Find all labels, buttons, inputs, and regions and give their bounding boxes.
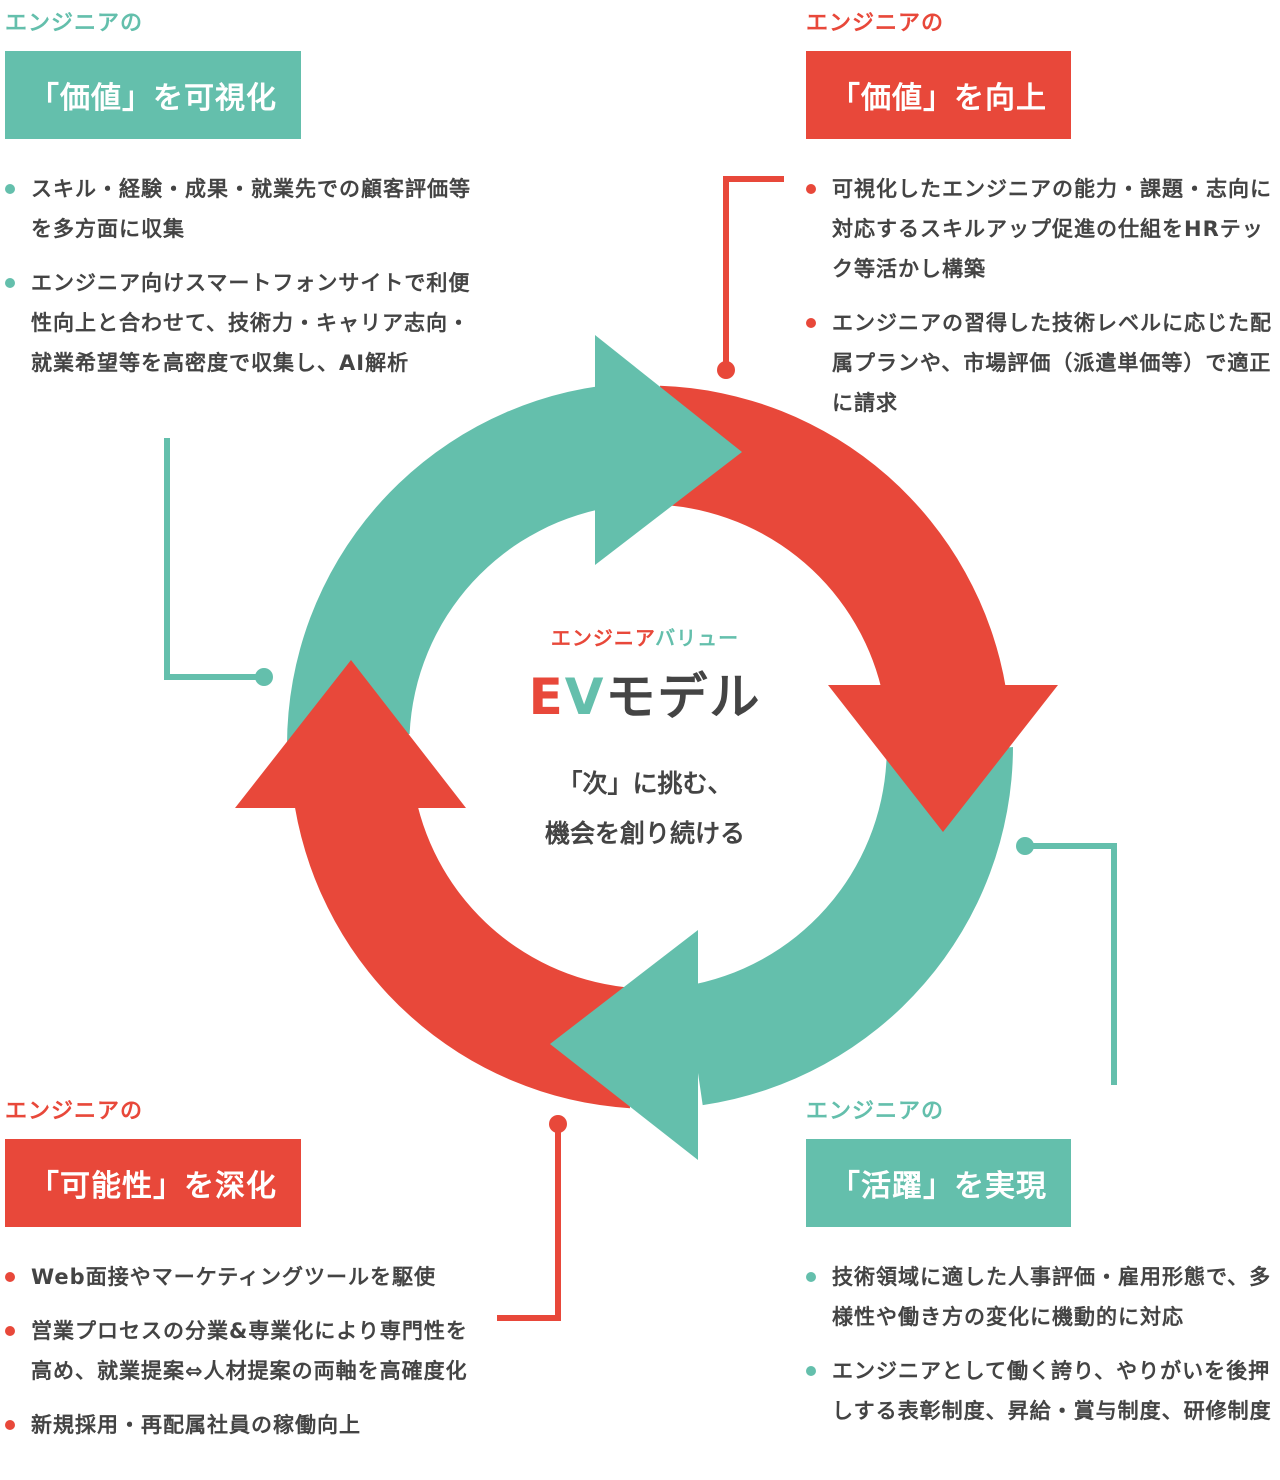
bullet-dot: [806, 318, 816, 328]
bullet-dot: [5, 278, 15, 288]
quadrant-realize: エンジニアの 「活躍」を実現 技術領域に適した人事評価・雇用形態で、多様性や働き…: [806, 1093, 1276, 1445]
bullet-dot: [5, 1420, 15, 1430]
bullet-list: 技術領域に適した人事評価・雇用形態で、多様性や働き方の変化に機動的に対応 エンジ…: [806, 1257, 1276, 1431]
center-subtitle: エンジニアバリュー: [445, 622, 845, 651]
bullet-item: 営業プロセスの分業&専業化により専門性を高め、就業提案⇔人材提案の両軸を高確度化: [5, 1311, 475, 1391]
bullet-text: エンジニア向けスマートフォンサイトで利便性向上と合わせて、技術力・キャリア志向・…: [31, 271, 471, 375]
quadrant-heading: 「可能性」を深化: [5, 1139, 301, 1227]
center-tagline-line-1: 「次」に挑む、: [557, 769, 733, 798]
quadrant-kicker: エンジニアの: [5, 11, 144, 36]
center-label: エンジニアバリュー EVモデル 「次」に挑む、 機会を創り続ける: [445, 622, 845, 859]
bullet-list: 可視化したエンジニアの能力・課題・志向に対応するスキルアップ促進の仕組をHRテッ…: [806, 169, 1276, 423]
bullet-item: エンジニアの習得した技術レベルに応じた配属プランや、市場評価（派遣単価等）で適正…: [806, 303, 1276, 423]
center-tagline: 「次」に挑む、 機会を創り続ける: [445, 759, 845, 859]
bullet-text: エンジニアとして働く誇り、やりがいを後押しする表彰制度、昇給・賞与制度、研修制度: [832, 1359, 1272, 1423]
ring-segment-left-teal: [287, 386, 619, 745]
center-title-rest: モデル: [605, 668, 762, 726]
bullet-item: 技術領域に適した人事評価・雇用形態で、多様性や働き方の変化に機動的に対応: [806, 1257, 1276, 1337]
arrow-head-bottom: [550, 930, 698, 1160]
ring-segment-bottom-red: [294, 787, 630, 1109]
bullet-text: スキル・経験・成果・就業先での顧客評価等を多方面に収集: [31, 177, 471, 241]
ring-segment-top-red: [660, 385, 1007, 709]
bullet-item: Web面接やマーケティングツールを駆使: [5, 1257, 475, 1297]
bullet-item: 可視化したエンジニアの能力・課題・志向に対応するスキルアップ促進の仕組をHRテッ…: [806, 169, 1276, 289]
bullet-list: Web面接やマーケティングツールを駆使 営業プロセスの分業&専業化により専門性を…: [5, 1257, 475, 1445]
bullet-dot: [5, 184, 15, 194]
quadrant-heading: 「価値」を可視化: [5, 51, 301, 139]
bullet-dot: [5, 1326, 15, 1336]
arrow-head-right: [828, 685, 1058, 832]
bullet-item: 新規採用・再配属社員の稼働向上: [5, 1405, 475, 1445]
bullet-item: エンジニア向けスマートフォンサイトで利便性向上と合わせて、技術力・キャリア志向・…: [5, 263, 475, 383]
bullet-dot: [806, 184, 816, 194]
center-title-v: V: [564, 668, 606, 726]
connector-dot-top-right: [717, 361, 735, 379]
bullet-text: 新規採用・再配属社員の稼働向上: [31, 1413, 361, 1437]
connector-top-left: [164, 438, 264, 680]
bullet-item: スキル・経験・成果・就業先での顧客評価等を多方面に収集: [5, 169, 475, 249]
bullet-text: 技術領域に適した人事評価・雇用形態で、多様性や働き方の変化に機動的に対応: [832, 1265, 1272, 1329]
center-title-e: E: [528, 668, 565, 726]
connector-bottom-right: [1025, 843, 1117, 1085]
arrow-head-top: [595, 335, 742, 565]
bullet-dot: [5, 1272, 15, 1282]
quadrant-kicker: エンジニアの: [806, 11, 945, 36]
quadrant-heading: 「価値」を向上: [806, 51, 1071, 139]
connector-bottom-left: [497, 1124, 561, 1321]
bullet-dot: [806, 1272, 816, 1282]
center-title: EVモデル: [445, 657, 845, 729]
connector-top-right: [723, 176, 784, 370]
quadrant-heading: 「活躍」を実現: [806, 1139, 1071, 1227]
center-subtitle-teal: バリュー: [655, 626, 740, 650]
bullet-text: 営業プロセスの分業&専業化により専門性を高め、就業提案⇔人材提案の両軸を高確度化: [31, 1319, 468, 1383]
center-subtitle-red: エンジニア: [550, 626, 656, 650]
bullet-item: エンジニアとして働く誇り、やりがいを後押しする表彰制度、昇給・賞与制度、研修制度: [806, 1351, 1276, 1431]
quadrant-kicker: エンジニアの: [806, 1099, 945, 1124]
ring-segment-right-teal: [685, 747, 1013, 1106]
quadrant-visualize: エンジニアの 「価値」を可視化 スキル・経験・成果・就業先での顧客評価等を多方面…: [5, 5, 475, 397]
bullet-dot: [806, 1366, 816, 1376]
connector-dot-bottom-right: [1016, 837, 1034, 855]
connector-dot-bottom-left: [549, 1115, 567, 1133]
bullet-text: エンジニアの習得した技術レベルに応じた配属プランや、市場評価（派遣単価等）で適正…: [832, 311, 1272, 415]
bullet-text: 可視化したエンジニアの能力・課題・志向に対応するスキルアップ促進の仕組をHRテッ…: [832, 177, 1272, 281]
connector-dot-top-left: [255, 668, 273, 686]
bullet-text: Web面接やマーケティングツールを駆使: [31, 1265, 437, 1289]
arrow-head-left: [235, 660, 466, 808]
center-tagline-line-2: 機会を創り続ける: [544, 819, 745, 848]
quadrant-deepen: エンジニアの 「可能性」を深化 Web面接やマーケティングツールを駆使 営業プロ…: [5, 1093, 475, 1459]
quadrant-improve: エンジニアの 「価値」を向上 可視化したエンジニアの能力・課題・志向に対応するス…: [806, 5, 1276, 437]
bullet-list: スキル・経験・成果・就業先での顧客評価等を多方面に収集 エンジニア向けスマートフ…: [5, 169, 475, 383]
quadrant-kicker: エンジニアの: [5, 1099, 144, 1124]
